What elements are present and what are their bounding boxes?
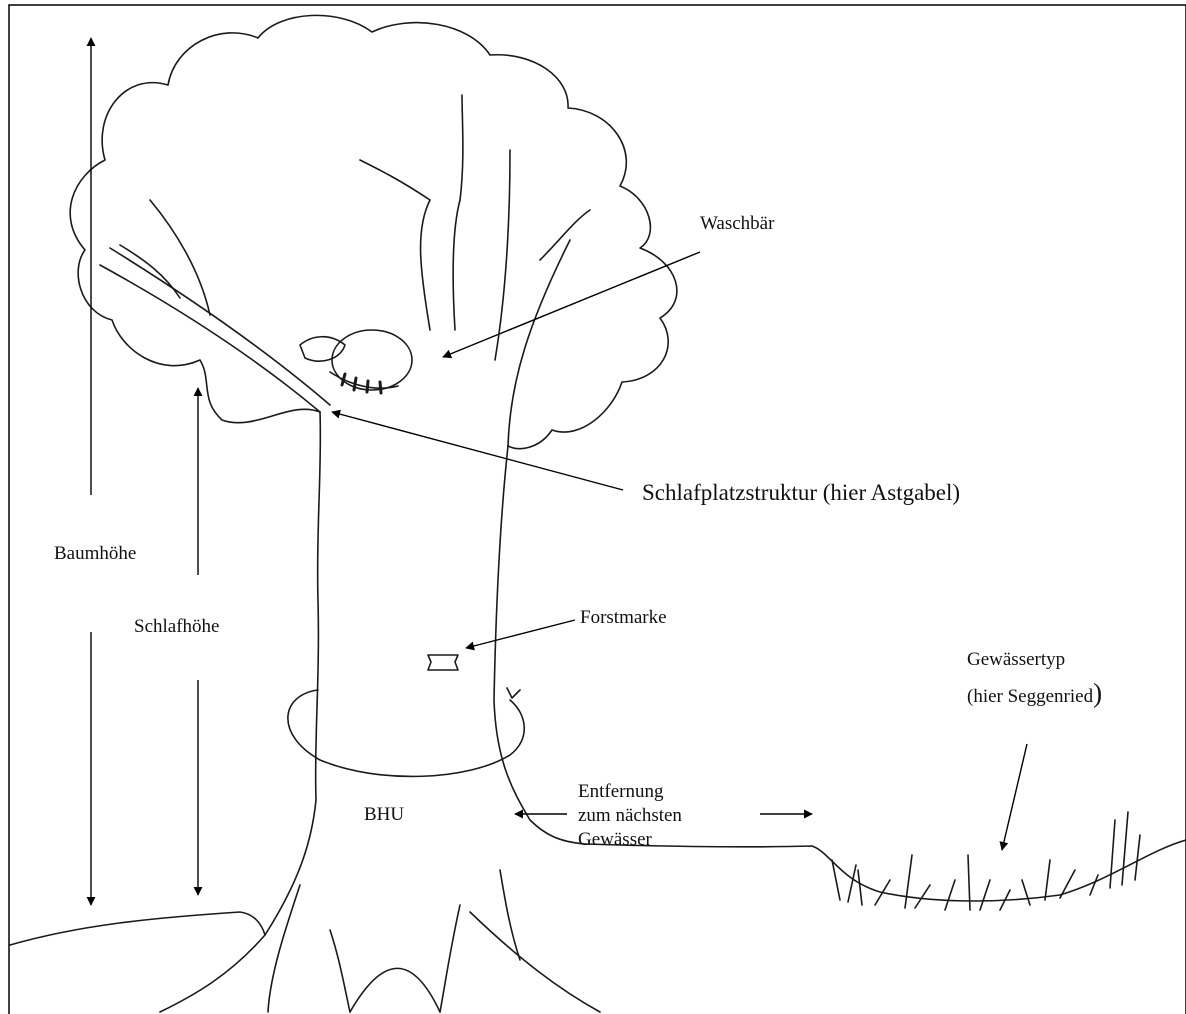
branch-center-fork-right (460, 95, 463, 200)
ground-line (10, 912, 265, 945)
branch-center-fork-left (360, 160, 430, 200)
entfernung-line1: Entfernung (578, 780, 682, 804)
label-entfernung: Entfernung zum nächsten Gewässer (578, 780, 682, 851)
branch-right-twig (540, 210, 590, 260)
label-schlafhoehe: Schlafhöhe (134, 615, 219, 639)
label-baumhoehe: Baumhöhe (54, 542, 136, 566)
frame-border (9, 5, 1186, 1014)
bhu-circle (288, 690, 524, 776)
sedge-grass (832, 812, 1140, 910)
branch-right (508, 240, 570, 446)
branch-left-twig-b (120, 245, 180, 298)
root-right (470, 912, 600, 1012)
label-bhu: BHU (364, 803, 404, 827)
gewaessertyp-line1: Gewässertyp (967, 648, 1102, 672)
gewaessertyp-pointer (1002, 744, 1027, 850)
branch-center-b (453, 200, 460, 330)
gewaessertyp-line2-text: (hier Seggenried (967, 686, 1093, 707)
trunk-left-edge (265, 412, 320, 935)
tree-crown (70, 15, 677, 448)
waschbaer-pointer (443, 252, 700, 357)
entfernung-line3: Gewässer (578, 828, 682, 852)
label-gewaessertyp: Gewässertyp (hier Seggenried) (967, 648, 1102, 709)
gewaessertyp-line2: (hier Seggenried) (967, 680, 1102, 709)
branch-left (100, 265, 320, 412)
entfernung-line2: zum nächsten (578, 804, 682, 828)
gewaessertyp-paren: ) (1093, 678, 1102, 708)
trunk-right-edge (494, 446, 585, 844)
root-middle-left (330, 930, 350, 1012)
schlafplatz-pointer (332, 412, 623, 490)
forstmarke-pointer (466, 620, 575, 648)
root-left (160, 935, 265, 1012)
branch-center (421, 200, 430, 330)
branch-left-lower (110, 248, 330, 405)
label-schlafplatzstruktur: Schlafplatzstruktur (hier Astgabel) (642, 479, 960, 508)
label-forstmarke: Forstmarke (580, 606, 667, 630)
raccoon-head (300, 337, 345, 361)
root-right-inner (500, 870, 520, 960)
branch-right-b (495, 150, 510, 360)
root-middle-arch (350, 968, 440, 1012)
raccoon-tail (330, 372, 398, 388)
forest-mark (428, 655, 458, 670)
label-waschbaer: Waschbär (700, 212, 774, 236)
root-middle-right (440, 905, 460, 1012)
